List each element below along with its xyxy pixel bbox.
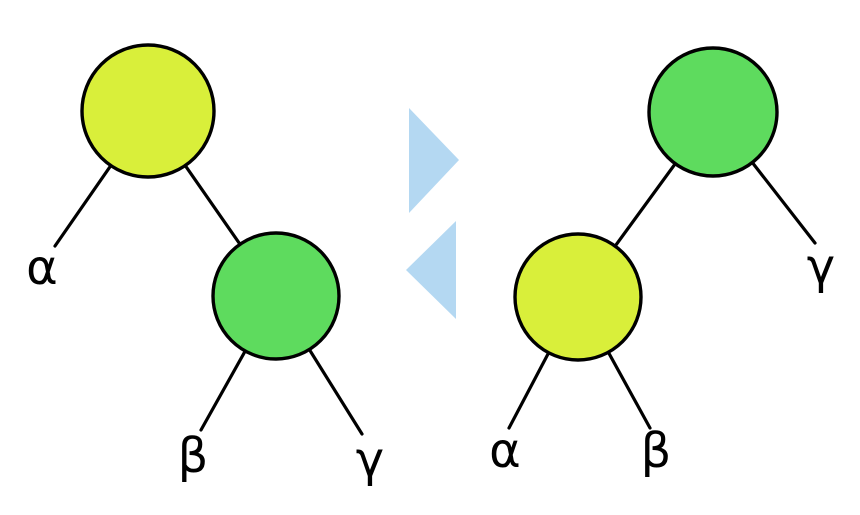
arrow-left-triangle-icon — [406, 221, 456, 319]
arrow-right-triangle-icon — [409, 108, 459, 213]
right-tree-inner-node — [513, 232, 643, 362]
right-tree: γ α β — [489, 46, 835, 479]
left-tree: α β γ — [26, 43, 384, 488]
right-tree-label-gamma: γ — [807, 239, 835, 295]
left-tree-label-alpha: α — [26, 240, 58, 296]
rotation-arrows — [406, 108, 459, 319]
right-tree-root-node — [647, 46, 779, 178]
right-tree-label-alpha: α — [489, 423, 521, 479]
left-tree-inner-node — [211, 231, 341, 361]
right-tree-label-beta: β — [641, 423, 672, 479]
left-tree-label-gamma: γ — [356, 432, 384, 488]
left-tree-root-node — [80, 43, 216, 179]
left-tree-label-beta: β — [178, 428, 209, 484]
